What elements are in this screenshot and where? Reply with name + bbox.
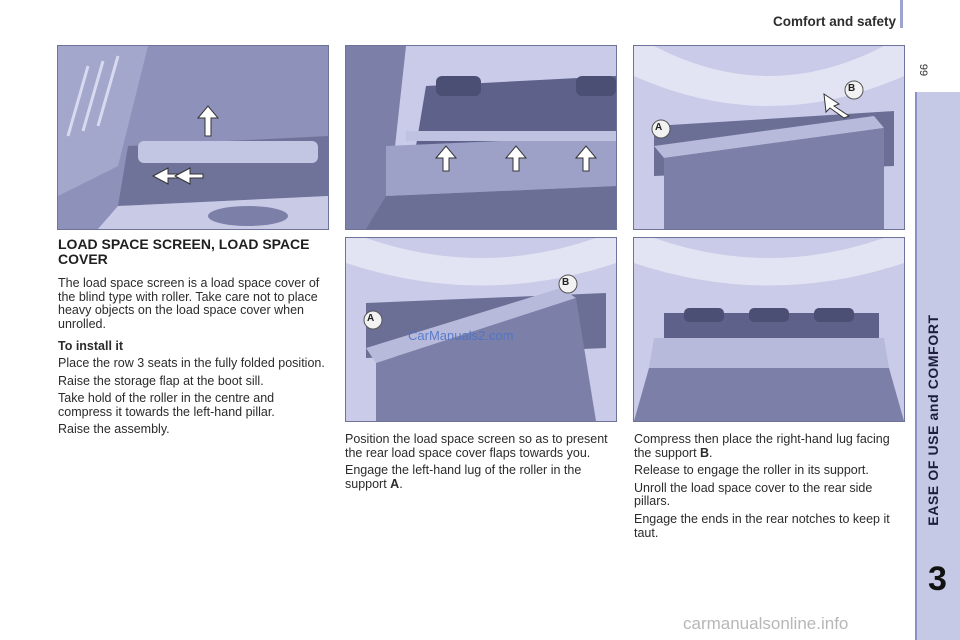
column-intro: The load space screen is a load space co… [58, 276, 328, 441]
step-text: Take hold of the roller in the centre an… [58, 391, 275, 419]
step-text: Raise the assembly. [58, 422, 170, 437]
support-label-a: A [390, 476, 400, 491]
step-text: Release to engage the roller in its supp… [634, 463, 869, 478]
step-text: Compress then place the right-hand lug f… [634, 432, 890, 460]
illustration-cover-unrolled [633, 237, 905, 422]
label-a: A [367, 313, 375, 324]
chapter-label: EASE OF USE and COMFORT [925, 314, 941, 526]
label-b: B [562, 277, 570, 288]
support-label-b: B [700, 445, 710, 460]
column-right: Compress then place the right-hand lug f… [634, 432, 904, 544]
chapter-sidebar [915, 92, 960, 640]
header-accent-bar [900, 0, 903, 28]
running-header: Comfort and safety [772, 14, 896, 29]
subheading-install: To install it [58, 339, 124, 354]
label-b: B [848, 83, 856, 94]
step-text: Place the row 3 seats in the fully folde… [58, 355, 325, 370]
sidebar-rule [915, 92, 917, 640]
step-text: Engage the left-hand lug of the roller i… [345, 463, 582, 491]
column-middle: Position the load space screen so as to … [345, 432, 617, 495]
step-text: Position the load space screen so as to … [345, 432, 608, 460]
chapter-number: 3 [928, 560, 947, 598]
step-text: Engage the ends in the rear notches to k… [634, 511, 890, 540]
section-title: LOAD SPACE SCREEN, LOAD SPACE COVER [58, 236, 310, 267]
illustration-engage-support-a: A B CarManuals2.com [345, 237, 617, 422]
step-text: Raise the storage flap at the boot sill. [58, 373, 264, 388]
illustration-boot-sill [57, 45, 329, 230]
watermark-overlay: CarManuals2.com [408, 328, 514, 343]
footer-watermark: carmanualsonline.info [683, 614, 849, 633]
intro-paragraph: The load space screen is a load space co… [58, 276, 320, 331]
page-number: 99 [917, 63, 930, 77]
label-a: A [655, 122, 663, 133]
illustration-engage-support-b: A B [633, 45, 905, 230]
step-text: Unroll the load space cover to the rear … [634, 480, 873, 509]
illustration-raise-assembly [345, 45, 617, 230]
